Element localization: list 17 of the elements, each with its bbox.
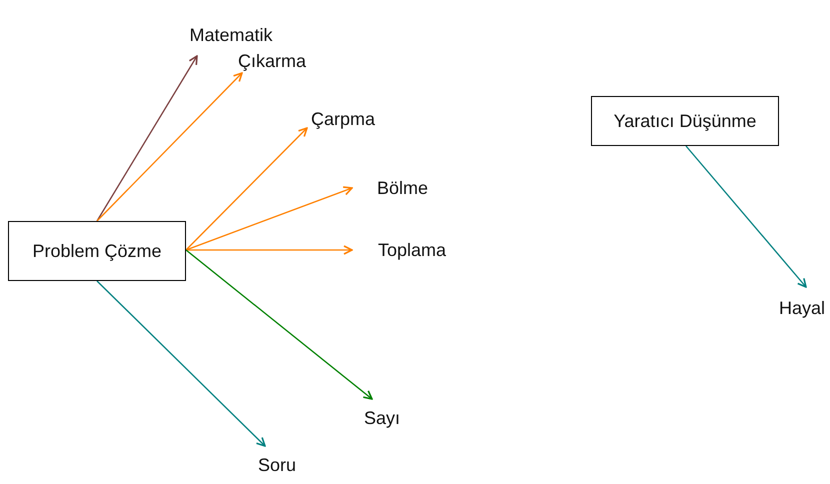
arrow bbox=[186, 250, 373, 400]
arrow bbox=[96, 280, 266, 447]
concept-label: Hayal bbox=[774, 287, 830, 322]
arrow bbox=[186, 245, 353, 255]
arrow bbox=[96, 72, 243, 222]
concept-label: Soru bbox=[250, 446, 304, 479]
concept-label: Toplama bbox=[352, 238, 446, 262]
arrow bbox=[186, 127, 308, 250]
concept-label: Sayı bbox=[355, 399, 409, 432]
concept-label: Bölme bbox=[352, 176, 428, 200]
concept-box: Problem Çözme bbox=[8, 221, 186, 281]
arrow bbox=[686, 146, 807, 288]
concept-label: Çarpma bbox=[307, 106, 391, 128]
concept-label: Çıkarma bbox=[229, 48, 315, 73]
concept-box: Yaratıcı Düşünme bbox=[591, 96, 779, 146]
arrow bbox=[186, 186, 353, 251]
arrow bbox=[96, 55, 198, 222]
